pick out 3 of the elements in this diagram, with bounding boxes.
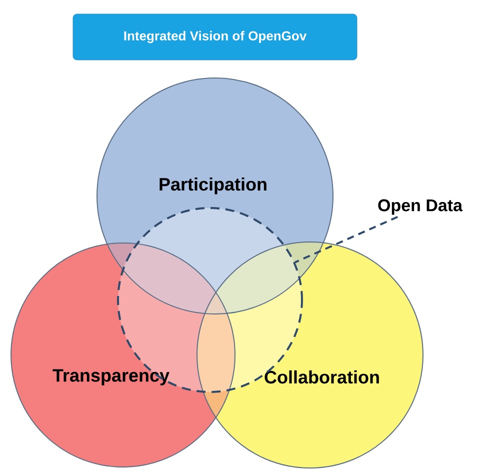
leader-line (294, 216, 398, 264)
title-banner: Integrated Vision of OpenGov (72, 14, 358, 60)
callout-label: Open Data (378, 199, 463, 215)
